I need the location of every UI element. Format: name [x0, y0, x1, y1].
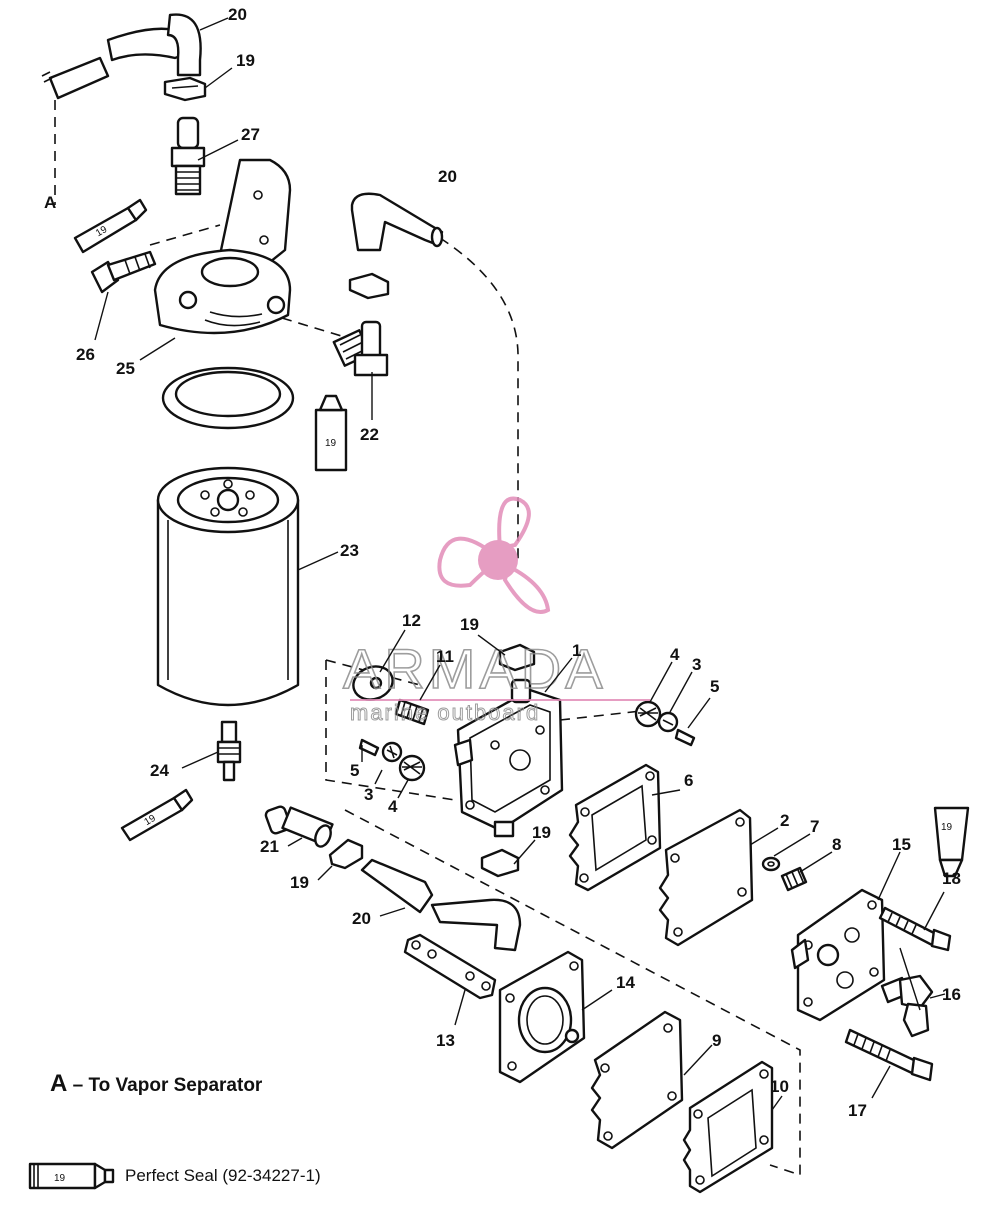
check-valve-parts-left [358, 738, 426, 782]
sealant-tube-label: 19 [325, 438, 337, 449]
callout-19-low: 19 [532, 823, 551, 842]
callout-5-left: 5 [350, 761, 359, 780]
callout-10: 10 [770, 1077, 789, 1096]
callout-3-right: 3 [692, 655, 701, 674]
filter-head-25 [153, 158, 292, 335]
clamp-19-low [480, 848, 520, 878]
callout-20-top: 20 [228, 5, 247, 24]
clamp-19-left [328, 838, 364, 870]
legend-sealant-tube-icon: 19 [28, 1162, 115, 1190]
elbow-fitting-16 [880, 974, 934, 1038]
callout-14: 14 [616, 973, 635, 992]
callout-23: 23 [340, 541, 359, 560]
bolt-26 [90, 250, 157, 294]
legend-a-letter: A [50, 1070, 68, 1097]
callout-21: 21 [260, 837, 279, 856]
callout-19-middle: 19 [460, 615, 479, 634]
callout-27: 27 [241, 125, 260, 144]
legend-perfect-seal: Perfect Seal (92-34227-1) [125, 1166, 321, 1185]
diaphragm-12 [352, 665, 394, 701]
sealant-tube-label: 19 [143, 813, 159, 828]
leader-lines [94, 17, 946, 1111]
hose-20-middle [350, 192, 444, 252]
callout-6: 6 [684, 771, 693, 790]
callout-17: 17 [848, 1101, 867, 1120]
link-plate-13 [403, 933, 497, 1000]
callout-25: 25 [116, 359, 135, 378]
callout-19-top: 19 [236, 51, 255, 70]
sealant-tube-2: 19 [314, 394, 348, 472]
hose-20-top [41, 13, 202, 100]
screw-18 [878, 906, 952, 952]
hose-20-low [360, 858, 522, 952]
callout-A: A [44, 193, 56, 212]
callout-11: 11 [436, 647, 454, 666]
pump-cover-15 [790, 888, 886, 1022]
fitting-27 [170, 116, 206, 196]
callout-4-right: 4 [670, 645, 680, 664]
check-valve-parts-right [634, 700, 696, 747]
clamp-19-middle [498, 643, 536, 672]
seal-ring [161, 366, 295, 430]
propeller-logo [437, 496, 551, 614]
callout-20-low: 20 [352, 909, 371, 928]
callout-15: 15 [892, 835, 911, 854]
callout-12: 12 [402, 611, 421, 630]
callout-4-left: 4 [388, 797, 398, 816]
callout-13: 13 [436, 1031, 455, 1050]
sealant-tube-3: 19 [120, 788, 194, 842]
legend-vapor-separator: A – To Vapor Separator [50, 1070, 262, 1098]
legend-a-text: – To Vapor Separator [72, 1075, 263, 1096]
sensor-24 [216, 720, 242, 782]
callout-7: 7 [810, 817, 819, 836]
diaphragm-2 [658, 808, 754, 947]
callout-3-left: 3 [364, 785, 373, 804]
pump-body-1 [453, 678, 564, 838]
watermark-brand: ARMADA [343, 637, 607, 700]
gasket-9 [590, 1010, 684, 1150]
callout-16: 16 [942, 985, 961, 1004]
callout-numbers: 20 19 27 A 26 25 20 22 23 12 11 19 1 4 3… [44, 5, 961, 1120]
gasket-10 [682, 1060, 774, 1194]
legend-tube-number: 19 [54, 1173, 66, 1184]
callout-8: 8 [832, 835, 841, 854]
elbow-fitting-22 [332, 320, 389, 377]
sealant-tube-label: 19 [94, 224, 110, 239]
spring-11 [394, 698, 430, 726]
sealant-tube-1: 19 [73, 198, 148, 254]
spring-8 [780, 866, 808, 892]
fuel-filter-element-23 [156, 466, 300, 707]
sealant-tube-4: 19 [933, 806, 970, 878]
armada-watermark: ARMADA marine outboard [342, 496, 650, 726]
watermark-tagline: marine outboard [350, 700, 540, 725]
callout-5-right: 5 [710, 677, 719, 696]
sealant-tube-label: 19 [941, 822, 953, 833]
callout-1: 1 [572, 641, 581, 660]
clamp-unlabeled [348, 272, 390, 300]
pump-cover-14 [498, 950, 586, 1084]
clamp-19-top [163, 76, 207, 102]
screw-17 [844, 1028, 934, 1082]
callout-24: 24 [150, 761, 169, 780]
callout-18: 18 [942, 869, 961, 888]
callout-22: 22 [360, 425, 379, 444]
callout-2: 2 [780, 811, 789, 830]
gasket-6 [568, 763, 662, 892]
callout-20-middle: 20 [438, 167, 457, 186]
callout-19-left: 19 [290, 873, 309, 892]
callout-26: 26 [76, 345, 95, 364]
fitting-21 [264, 805, 334, 848]
washer-7 [761, 856, 781, 872]
callout-9: 9 [712, 1031, 721, 1050]
